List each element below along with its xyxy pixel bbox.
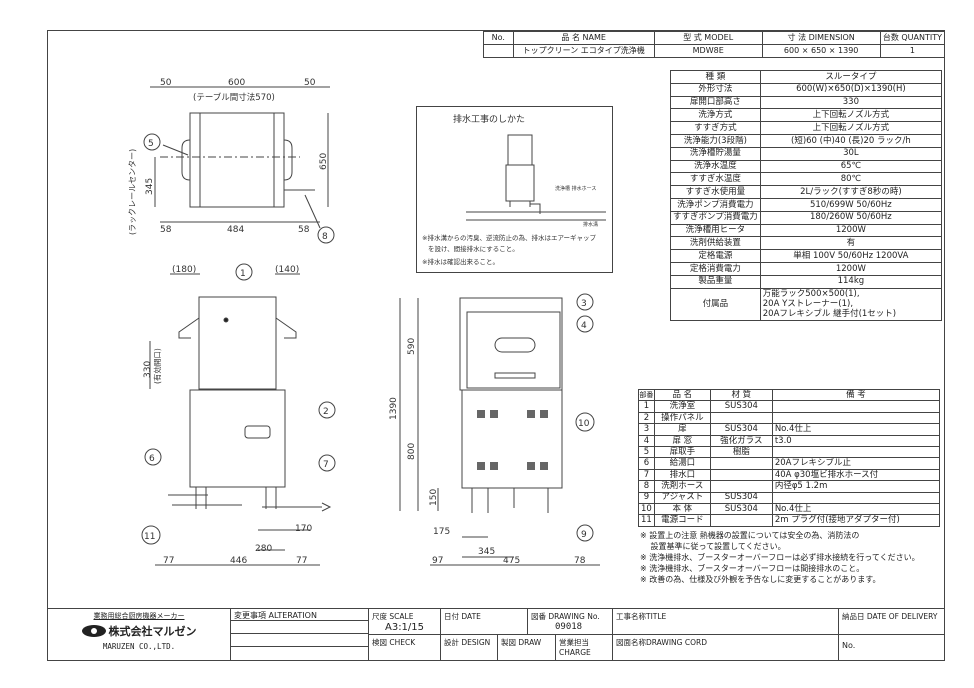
spec-row: 付属品万能ラック500×500(1),20A Yストレーナー(1),20Aフレキ… [670,287,943,321]
svg-text:(ラックレールセンター): (ラックレールセンター) [128,149,137,235]
svg-text:78: 78 [574,556,586,566]
svg-text:650: 650 [319,153,329,170]
svg-text:590: 590 [407,338,417,355]
svg-text:9: 9 [581,530,587,540]
svg-text:※排水は確認出来ること。: ※排水は確認出来ること。 [422,257,499,266]
spec-row: 定格電源単相 100V 50/60Hz 1200VA [670,249,943,263]
spec-row: すすぎ方式上下回転ノズル方式 [670,121,943,135]
svg-text:排水工事のしかた: 排水工事のしかた [453,113,525,125]
spec-row: 洗剤供給装置有 [670,236,943,251]
top-view: 50 600 50 (テーブル間寸法570) 650 345 (ラックレールセンター… [128,78,335,244]
svg-text:7: 7 [323,460,329,470]
svg-text:58: 58 [160,225,172,235]
spec-row: 洗浄能力(3段階)(短)60 (中)40 (長)20 ラック/h [670,133,943,148]
svg-text:150: 150 [429,489,439,506]
svg-text:8: 8 [322,232,328,242]
svg-text:を設け、間接排水にすること。: を設け、間接排水にすること。 [428,244,519,253]
svg-text:97: 97 [432,556,443,566]
svg-text:11: 11 [144,532,155,542]
svg-text:175: 175 [433,527,450,537]
side-view: 1390 590 800 150 175 345 97 475 78 3 4 10 9 [389,293,600,566]
drainage-illustration: 排水工事のしかた 洗浄槽 排水ホース 排水溝 ※排水溝からの汚臭、逆流防止の為、… [422,113,606,266]
svg-text:77: 77 [163,556,174,566]
installation-notes: ※ 設置上の注意 熱機器の設置については安全の為、消防法の 設置基準に従って設置… [640,531,920,584]
svg-text:77: 77 [296,556,307,566]
svg-text:1: 1 [240,269,246,279]
svg-text:345: 345 [145,178,155,195]
spec-row: 種 類スルータイプ [670,70,943,84]
svg-text:446: 446 [230,556,247,566]
svg-text:475: 475 [503,556,520,566]
svg-text:1390: 1390 [389,397,399,420]
svg-text:(有効開口): (有効開口) [152,348,162,384]
svg-text:50: 50 [160,78,172,88]
svg-text:484: 484 [227,225,244,235]
maruzen-logo-icon [81,625,106,637]
svg-text:(140): (140) [275,265,299,275]
svg-text:6: 6 [149,454,155,464]
svg-text:345: 345 [478,547,495,557]
svg-text:600: 600 [228,78,245,88]
svg-text:800: 800 [407,443,417,460]
svg-text:58: 58 [298,225,310,235]
svg-text:10: 10 [578,419,590,429]
front-view: (180) (140) 330 (有効開口) 170 280 77 446 77 1 2… [141,263,336,566]
svg-text:330: 330 [143,361,153,378]
svg-text:2: 2 [323,407,329,417]
svg-text:170: 170 [295,524,312,534]
svg-text:3: 3 [581,299,587,309]
svg-text:(テーブル間寸法570): (テーブル間寸法570) [193,92,275,103]
svg-text:50: 50 [304,78,316,88]
svg-text:※排水溝からの汚臭、逆流防止の為、排水はエアーギャップ: ※排水溝からの汚臭、逆流防止の為、排水はエアーギャップ [422,233,597,242]
svg-text:280: 280 [255,544,272,554]
spec-row: 洗浄方式上下回転ノズル方式 [670,108,943,123]
svg-text:排水溝: 排水溝 [583,221,598,228]
svg-text:4: 4 [581,321,587,331]
drainage-diagram [416,106,613,273]
svg-text:洗浄槽 排水ホース: 洗浄槽 排水ホース [555,185,596,192]
svg-text:(180): (180) [172,265,196,275]
svg-text:5: 5 [148,139,154,149]
